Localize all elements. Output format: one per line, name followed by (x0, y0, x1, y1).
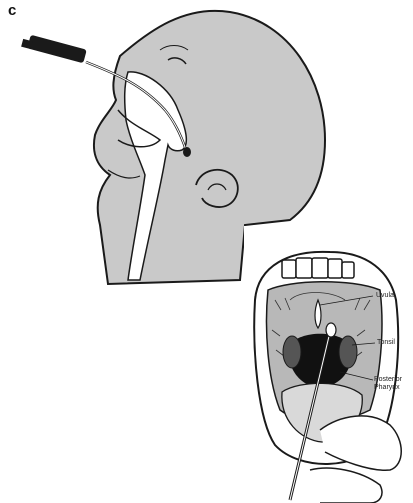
label-posterior-pharynx: Posterior Pharynx (374, 376, 410, 392)
tonsil-left (283, 336, 301, 368)
tonsil-right (339, 336, 357, 368)
label-uvula: Uvula (376, 292, 394, 300)
label-tonsil: Tonsil (377, 339, 395, 347)
